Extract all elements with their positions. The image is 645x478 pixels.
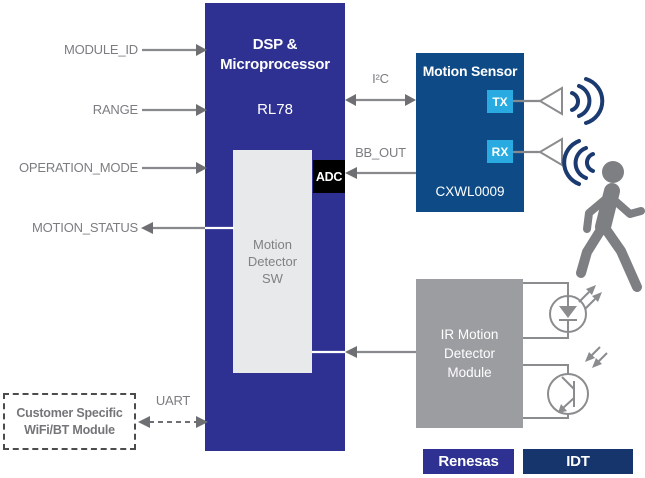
radio-waves-out-icon	[570, 77, 605, 125]
renesas-badge: Renesas	[423, 449, 514, 474]
motion-sensor-block: Motion Sensor TX RX CXWL0009	[416, 53, 524, 212]
customer-wifi-bt-label: Customer Specific WiFi/BT Module	[16, 405, 123, 437]
signal-label-operation-mode: OPERATION_MODE	[18, 160, 138, 175]
motion-detector-sw-block: Motion Detector SW	[233, 150, 312, 373]
dsp-title: DSP & Microprocessor	[205, 35, 345, 75]
ir-photodetector-icon	[523, 346, 608, 419]
customer-wifi-bt-block: Customer Specific WiFi/BT Module	[3, 393, 136, 450]
bb-out-arrow	[345, 167, 416, 179]
ir-motion-detector-block: IR Motion Detector Module	[416, 279, 523, 428]
operation-mode-arrow	[142, 162, 207, 174]
sensor-part-number: CXWL0009	[435, 184, 505, 199]
signal-label-motion-status: MOTION_STATUS	[32, 220, 138, 235]
motion-sensor-title: Motion Sensor	[422, 63, 518, 79]
i2c-label: I²C	[372, 71, 389, 86]
signal-label-module-id: MODULE_ID	[63, 42, 138, 57]
bb-out-label: BB_OUT	[355, 145, 406, 160]
walking-person-icon	[576, 161, 645, 292]
range-arrow	[142, 104, 207, 116]
module-id-arrow	[142, 44, 207, 56]
uart-label: UART	[155, 393, 191, 408]
ir-motion-detector-label: IR Motion Detector Module	[440, 327, 499, 380]
uart-arrow	[138, 416, 208, 428]
dsp-title-line1: DSP &	[252, 36, 298, 53]
dsp-title-line2: Microprocessor	[220, 56, 330, 73]
i2c-arrow	[345, 94, 416, 106]
adc-block: ADC	[313, 160, 345, 193]
dsp-chip-name: RL78	[257, 101, 293, 118]
rx-block: RX	[487, 140, 513, 163]
ir-led-icon	[523, 282, 602, 339]
radio-waves-in-icon	[562, 139, 595, 186]
tx-block: TX	[487, 90, 513, 113]
idt-badge: IDT	[523, 449, 633, 474]
motion-detector-sw-label: Motion Detector SW	[247, 237, 298, 286]
signal-label-range: RANGE	[92, 102, 138, 117]
